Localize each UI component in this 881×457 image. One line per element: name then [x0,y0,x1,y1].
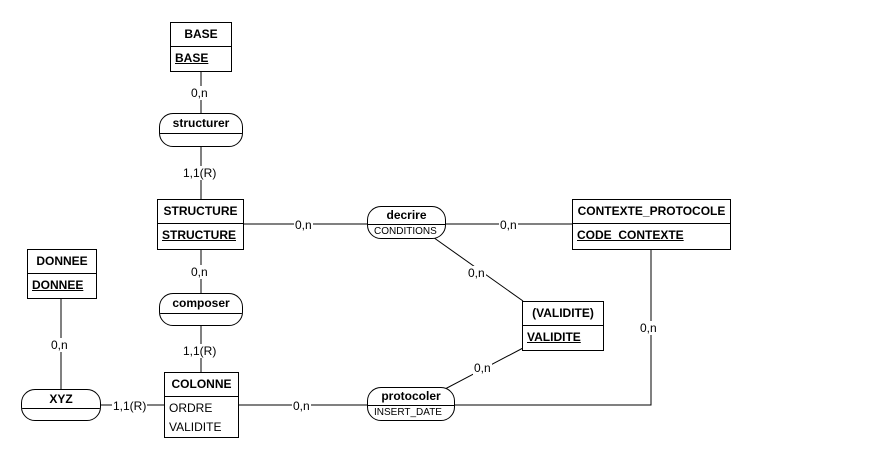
cardinality-structure-decrire: 0,n [294,218,313,232]
entity-contexte-protocole-name: CONTEXTE_PROTOCOLE [573,200,730,224]
cardinality-decrire-validite: 0,n [467,266,486,280]
association-structurer-name: structurer [172,116,230,130]
entity-contexte-protocole-key: CODE_CONTEXTE [577,228,684,242]
entity-donnee: DONNEE DONNEE [27,249,97,299]
entity-colonne-attr-ordre: ORDRE [169,401,213,415]
cardinality-structure-composer: 0,n [190,265,209,279]
entity-donnee-key: DONNEE [32,278,84,292]
association-composer-divider [160,313,242,314]
cardinality-structure-structurer: 1,1(R) [182,166,218,180]
entity-structure-key: STRUCTURE [162,228,236,242]
entity-base-key: BASE [175,51,209,65]
association-decrire-name: decrire [386,208,427,222]
association-structurer-divider [160,133,242,134]
cardinality-colonne-composer: 1,1(R) [182,344,218,358]
entity-contexte-protocole: CONTEXTE_PROTOCOLE CODE_CONTEXTE [572,199,731,250]
entity-colonne: COLONNE ORDRE VALIDITE [164,372,239,438]
association-protocoler: protocoler INSERT_DATE [367,387,455,421]
entity-base-name: BASE [171,23,231,47]
association-protocoler-divider [368,405,454,406]
association-structurer: structurer [159,113,243,147]
entity-validite-key: VALIDITE [527,330,581,344]
entity-structure-name: STRUCTURE [158,200,243,224]
association-composer-name: composer [172,296,230,310]
cardinality-donnee-xyz: 0,n [50,338,69,352]
line-protocoler-contexte [455,250,652,406]
entity-colonne-attr-validite: VALIDITE [169,420,222,434]
cardinality-contexte-decrire: 0,n [499,218,518,232]
cardinality-validite-protocoler: 0,n [473,361,492,375]
association-decrire: decrire CONDITIONS [367,206,446,239]
entity-colonne-name: COLONNE [165,373,238,397]
entity-validite: (VALIDITE) VALIDITE [522,301,604,351]
entity-validite-name: (VALIDITE) [523,302,603,326]
association-xyz-name: XYZ [49,392,73,406]
association-composer: composer [159,293,243,326]
cardinality-colonne-protocoler: 0,n [292,399,311,413]
association-xyz-divider [22,408,100,409]
association-decrire-property: CONDITIONS [374,226,437,237]
association-xyz: XYZ [21,389,101,421]
entity-base: BASE BASE [170,22,232,72]
cardinality-colonne-xyz: 1,1(R) [112,399,148,413]
cardinality-contexte-protocoler: 0,n [639,321,658,335]
association-decrire-divider [368,224,445,225]
entity-donnee-name: DONNEE [28,250,96,274]
entity-structure: STRUCTURE STRUCTURE [157,199,244,250]
cardinality-base-structurer: 0,n [190,86,209,100]
association-protocoler-property: INSERT_DATE [374,407,442,418]
association-protocoler-name: protocoler [381,389,441,403]
